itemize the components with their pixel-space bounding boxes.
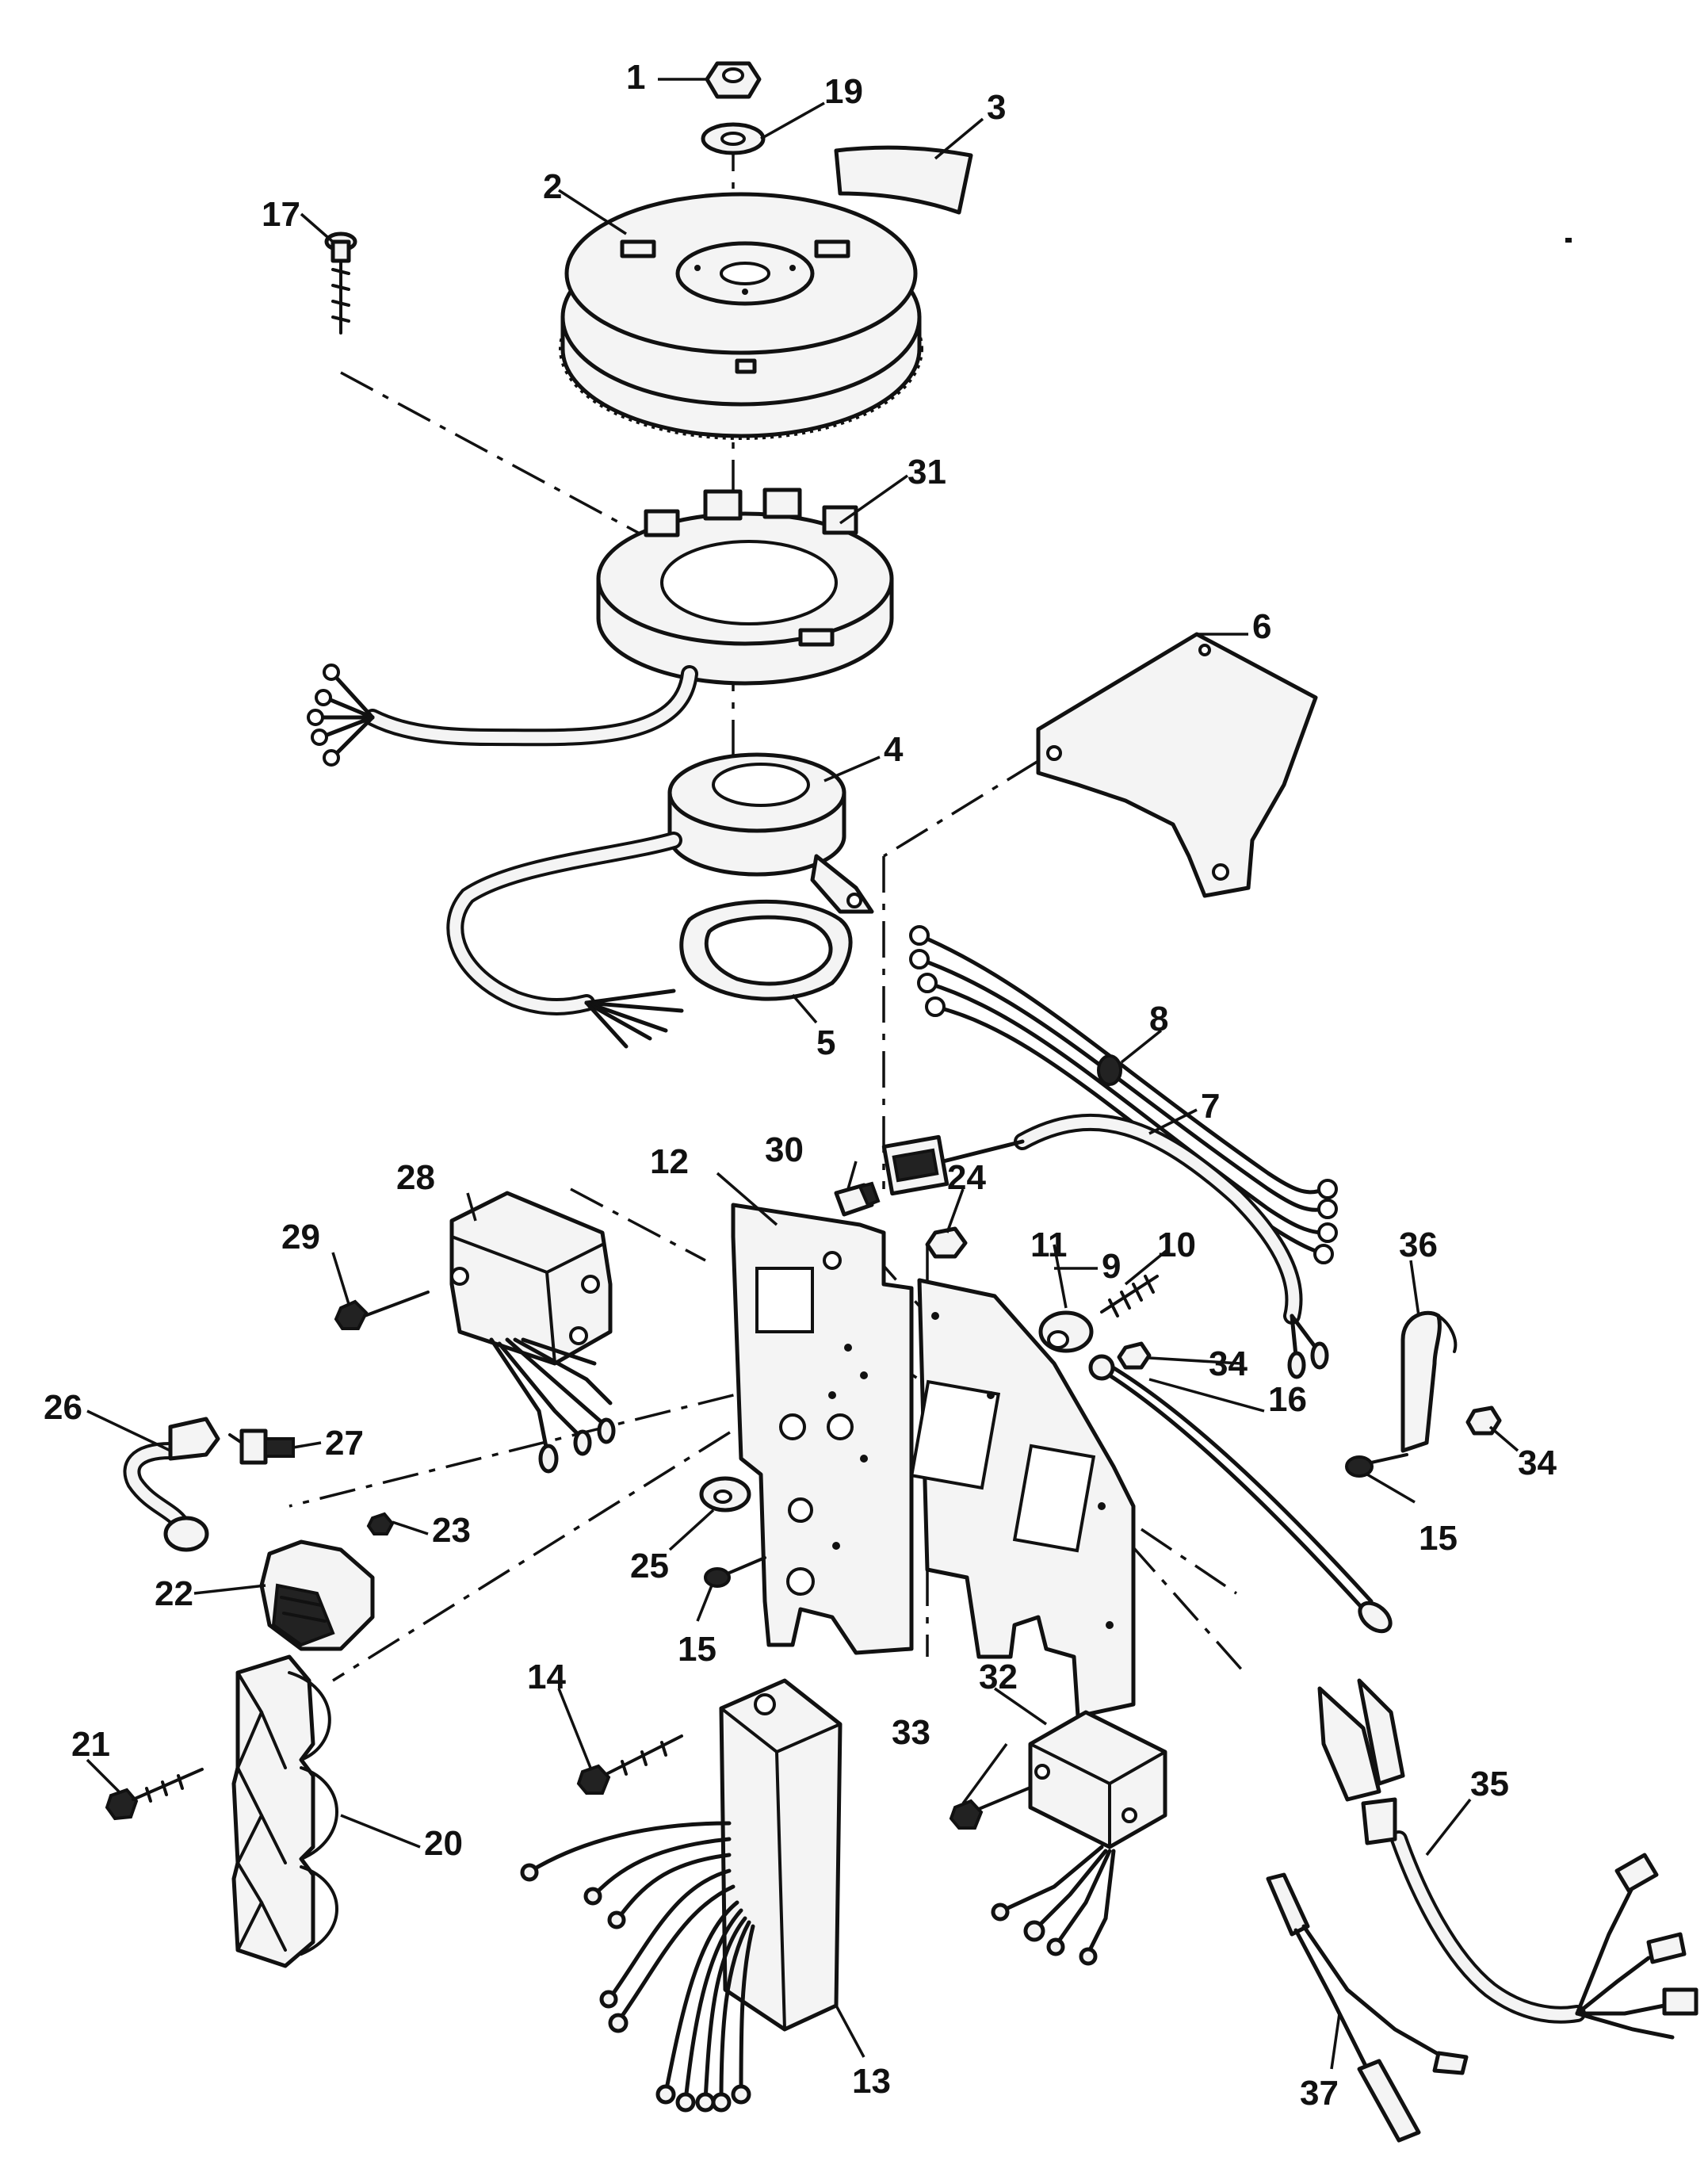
flywheel-washer (701, 122, 766, 155)
ground-lead (1088, 1354, 1393, 1634)
regulator-screw (334, 1291, 430, 1330)
callout-7: 7 (1201, 1087, 1220, 1126)
callout-35: 35 (1470, 1765, 1509, 1803)
callout-14: 14 (527, 1658, 566, 1696)
stray-mark (1565, 238, 1572, 243)
callout-numbers: 1 2 3 4 5 6 7 8 9 10 11 12 13 14 15 16 1… (44, 58, 1557, 2113)
cable-clamp (1400, 1310, 1458, 1453)
coil-screw (105, 1768, 204, 1821)
callout-36: 36 (1399, 1226, 1438, 1264)
flywheel-decal (834, 145, 973, 215)
trigger-coil (446, 752, 874, 1049)
callout-6: 6 (1252, 607, 1271, 646)
callout-19: 19 (824, 72, 863, 111)
switch-box-screw (576, 1734, 683, 1795)
callout-15: 15 (678, 1630, 716, 1669)
callout-21: 21 (71, 1725, 110, 1764)
flywheel-nut (705, 61, 762, 99)
callout-29: 29 (281, 1218, 320, 1256)
callout-8: 8 (1149, 1000, 1168, 1038)
spark-plug-lead (123, 1417, 220, 1552)
mounting-bracket (1036, 632, 1318, 898)
callout-4: 4 (884, 730, 904, 769)
callout-25: 25 (630, 1547, 669, 1585)
spark-plug (228, 1428, 295, 1465)
callout-16: 16 (1268, 1380, 1307, 1419)
callout-9: 9 (1102, 1247, 1121, 1286)
stop-switch-lead (881, 1113, 1329, 1379)
flywheel (559, 192, 923, 440)
callout-37: 37 (1300, 2074, 1339, 2113)
connector-plug (834, 1181, 881, 1217)
voltage-regulator (449, 1191, 616, 1474)
callout-2: 2 (543, 167, 562, 206)
rectifier-screw (949, 1786, 1032, 1830)
callout-22: 22 (155, 1574, 193, 1613)
plate-nut (925, 1226, 968, 1259)
stud (1100, 1275, 1159, 1317)
main-harness (1317, 1678, 1698, 2040)
callout-34: 34 (1209, 1344, 1248, 1383)
callout-20: 20 (424, 1824, 463, 1863)
callout-26: 26 (44, 1388, 82, 1427)
ignition-coil (259, 1539, 375, 1651)
lead-nut (1117, 1341, 1152, 1370)
callout-27: 27 (325, 1424, 364, 1463)
jumper-lead (1266, 1872, 1469, 2143)
callout-28: 28 (396, 1158, 435, 1197)
callout-34-right: 34 (1518, 1444, 1557, 1482)
callout-11: 11 (1030, 1226, 1068, 1264)
callout-23: 23 (432, 1511, 471, 1550)
trigger-spacer (679, 899, 853, 1001)
mounting-plate (731, 1203, 914, 1655)
callout-24: 24 (947, 1158, 986, 1197)
stator-screw (324, 231, 357, 335)
coil-bank (231, 1654, 338, 1968)
callout-17: 17 (262, 195, 300, 234)
switch-box (520, 1678, 843, 2113)
callout-5: 5 (816, 1023, 835, 1062)
callout-1: 1 (626, 58, 645, 97)
callout-31: 31 (907, 453, 946, 491)
callout-10: 10 (1157, 1226, 1196, 1264)
callout-33: 33 (892, 1713, 930, 1752)
callout-13: 13 (852, 2062, 891, 2101)
stator (307, 488, 894, 767)
callout-15-right: 15 (1419, 1519, 1458, 1558)
plate-screw (704, 1556, 766, 1588)
callout-leaders (86, 78, 1519, 2070)
rectifier (991, 1710, 1167, 1966)
wiring-harness (909, 925, 1338, 1264)
coil-nut (366, 1512, 395, 1535)
callout-12: 12 (650, 1142, 689, 1181)
bushing (1038, 1310, 1094, 1353)
callout-3: 3 (987, 88, 1006, 127)
grommet (699, 1476, 751, 1512)
callout-32: 32 (979, 1658, 1018, 1696)
clamp-screw (1345, 1453, 1408, 1478)
ignition-plate (909, 1278, 1136, 1719)
callout-30: 30 (765, 1130, 804, 1169)
